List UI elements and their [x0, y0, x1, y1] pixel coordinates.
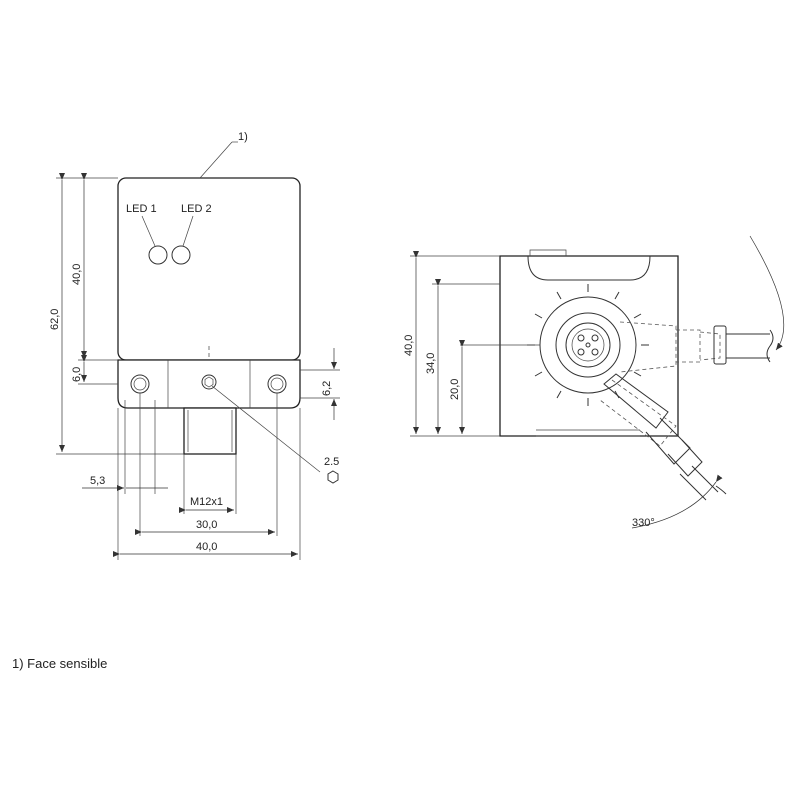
front-view: LED 1 LED 2 1) 62,0 40,0 6,0 6,2 2.5	[49, 131, 340, 560]
dim-edge: 5,3	[90, 475, 105, 487]
led-1-indicator	[148, 245, 168, 265]
dim-flange: 6,0	[71, 367, 83, 382]
dim-hole-spacing: 30,0	[196, 519, 217, 531]
hex-screw	[201, 374, 217, 390]
note-marker: 1)	[238, 131, 248, 143]
mounting-flange	[117, 359, 301, 409]
rotation-arc	[749, 235, 785, 351]
rotation-label: 330°	[632, 517, 655, 529]
side-view: 330° 40,0 34,0 20,0	[403, 235, 785, 529]
led-1-label: LED 1	[126, 203, 157, 215]
led-2-indicator	[171, 245, 191, 265]
hex-symbol-icon	[327, 470, 339, 484]
side-dim-center-upper: 34,0	[425, 353, 437, 374]
connector-position-angled	[599, 373, 727, 501]
dim-body-height: 40,0	[71, 264, 83, 285]
connector-position-horizontal	[619, 321, 774, 373]
dim-width: 40,0	[196, 541, 217, 553]
side-body	[499, 255, 679, 437]
side-dim-center-lower: 20,0	[449, 379, 461, 400]
led-2-label: LED 2	[181, 203, 212, 215]
dim-slot: 6,2	[321, 381, 333, 396]
dim-total-height: 62,0	[49, 309, 61, 330]
side-dim-height: 40,0	[403, 335, 415, 356]
m12-connector	[183, 407, 237, 455]
dim-hex: 2.5	[324, 456, 339, 468]
footnote: 1) Face sensible	[12, 656, 108, 671]
connector-label: M12x1	[190, 496, 223, 508]
